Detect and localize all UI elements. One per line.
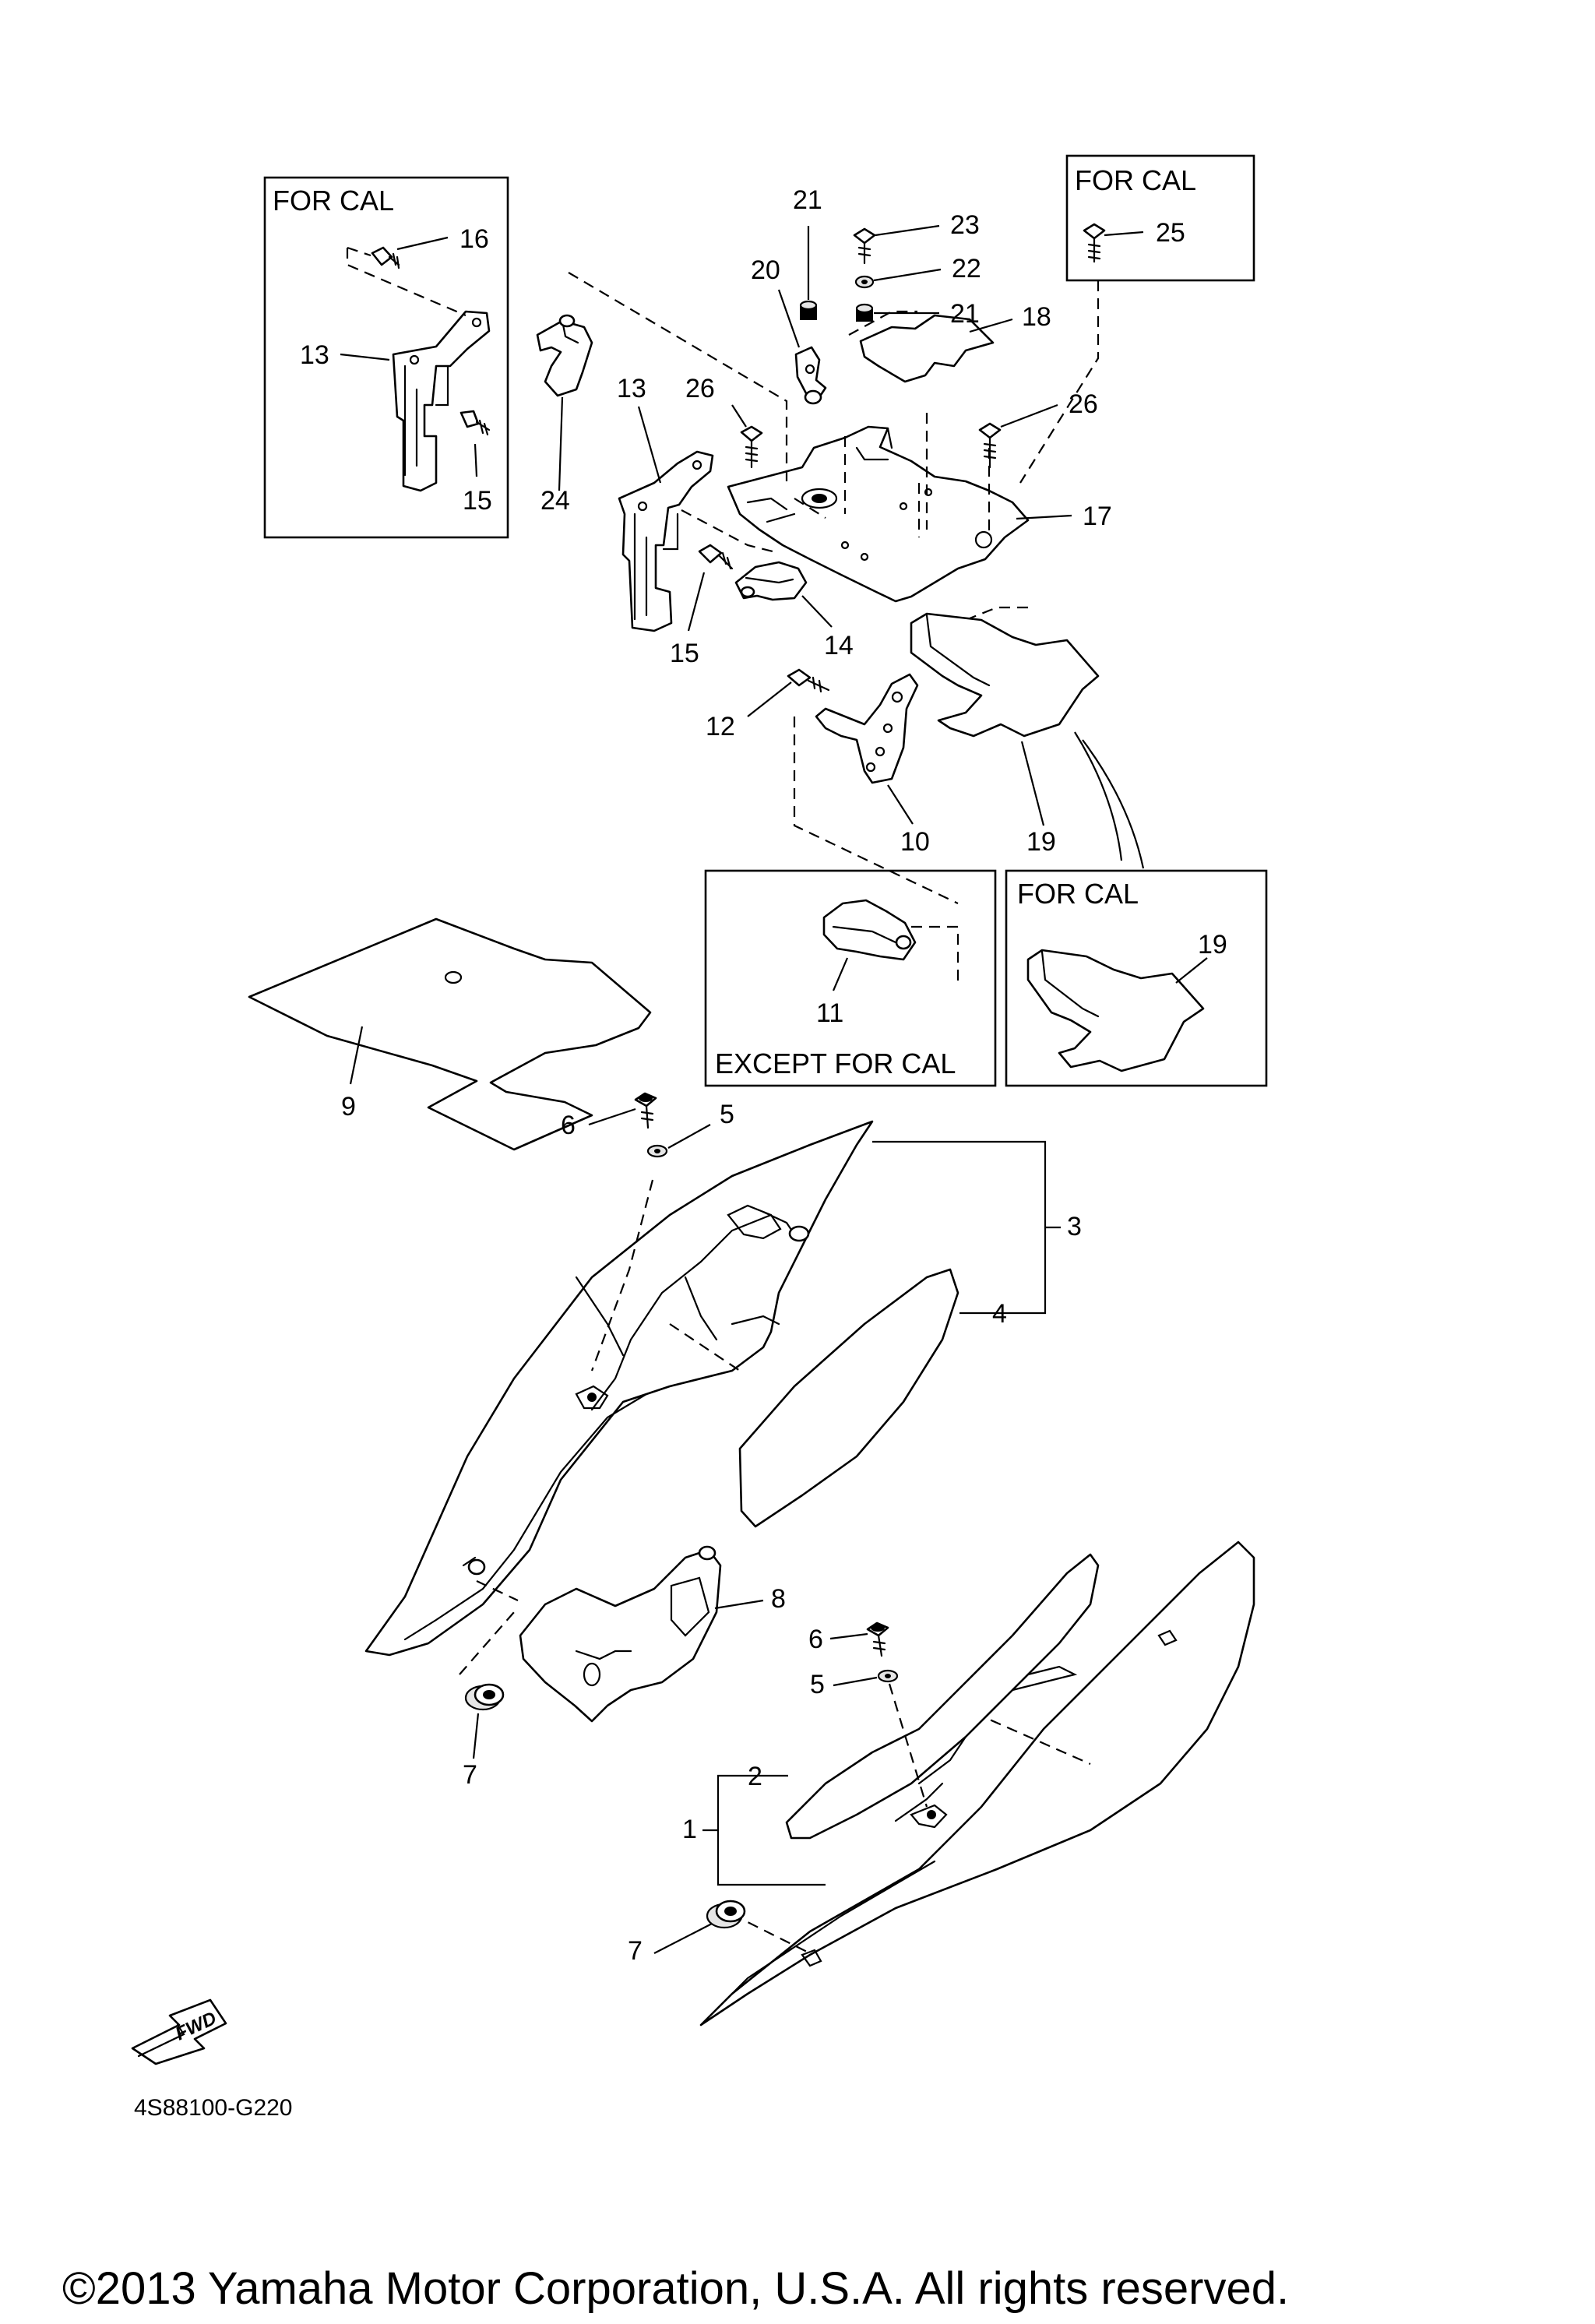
- washer-22-icon: [854, 275, 875, 289]
- callout-23: 23: [950, 210, 980, 240]
- decal-2-icon: [785, 1553, 1100, 1840]
- callout-7-upper: 7: [463, 1760, 477, 1790]
- callout-1: 1: [682, 1815, 697, 1844]
- callout-15-left: 15: [463, 486, 492, 516]
- callout-11: 11: [816, 998, 843, 1028]
- callout-6-upper: 6: [561, 1111, 576, 1140]
- callout-14: 14: [824, 631, 854, 660]
- washer-5-icon-upper: [646, 1144, 668, 1158]
- pad-9-icon: 9: [248, 917, 652, 1151]
- callout-26-left: 26: [685, 374, 715, 403]
- for-cal-box-left: FOR CAL 16 13 15: [263, 176, 509, 539]
- collar-21-icon-right: [855, 303, 874, 322]
- screw-6-icon-lower: [866, 1622, 889, 1657]
- clamp-20-icon: [794, 346, 827, 405]
- callout-18: 18: [1022, 302, 1051, 332]
- callout-6-lower: 6: [808, 1625, 823, 1654]
- callout-16: 16: [459, 224, 489, 254]
- except-for-cal-box: EXCEPT FOR CAL 11: [704, 869, 997, 1087]
- callout-20: 20: [751, 255, 780, 285]
- grommet-7-icon-lower: [706, 1900, 746, 1929]
- collar-21-icon-left: [799, 300, 818, 320]
- bolt-25-icon: [1083, 223, 1106, 263]
- callout-5-lower: 5: [810, 1670, 825, 1699]
- for-cal-label-lower: FOR CAL: [1017, 878, 1139, 910]
- bolt-15-icon-main: [698, 544, 734, 570]
- callout-19-lower: 19: [1198, 930, 1227, 960]
- callout-21-left: 21: [793, 185, 822, 215]
- callout-12: 12: [706, 712, 735, 741]
- callout-2: 2: [748, 1762, 762, 1791]
- callout-15-main: 15: [670, 639, 699, 668]
- for-cal-label-right: FOR CAL: [1075, 164, 1196, 196]
- clamp-24-icon: [536, 314, 593, 397]
- bolt-15-icon-left: [459, 410, 491, 436]
- callout-8: 8: [771, 1584, 786, 1614]
- bolt-23-icon: [853, 227, 876, 265]
- callout-26-right: 26: [1069, 389, 1098, 419]
- callout-9: 9: [341, 1092, 356, 1122]
- callout-22: 22: [952, 254, 981, 283]
- for-cal-label-left: FOR CAL: [273, 185, 394, 217]
- callout-17: 17: [1083, 502, 1112, 531]
- callout-21-right: 21: [950, 299, 980, 329]
- callout-13-left: 13: [300, 340, 329, 370]
- for-cal-box-lower: FOR CAL 19: [1005, 869, 1268, 1087]
- diagram-code: 4S88100-G220: [134, 2095, 293, 2121]
- callout-13-main: 13: [617, 374, 646, 403]
- bolt-16-icon: [371, 246, 400, 269]
- shield-8-icon: [519, 1545, 722, 1723]
- fwd-arrow-icon: FWD: [131, 1998, 227, 2065]
- washer-5-icon-lower: [877, 1669, 899, 1683]
- except-for-cal-label: EXCEPT FOR CAL: [715, 1048, 956, 1079]
- for-cal-box-right: FOR CAL 25: [1065, 154, 1255, 282]
- callout-3: 3: [1067, 1212, 1082, 1241]
- decal-4-icon: [738, 1268, 959, 1528]
- upper-bracket-assembly: 18 20 21 21 22: [536, 185, 1145, 904]
- bracket-10-icon: [815, 673, 919, 784]
- side-cover-left-assembly: [364, 1120, 874, 1675]
- clamp-14-icon: [734, 561, 808, 601]
- plate-19-icon: [910, 612, 1100, 738]
- bolt-26-icon-right: [978, 422, 1002, 469]
- bracket-13-icon: [618, 450, 714, 632]
- callout-10: 10: [900, 827, 930, 857]
- callout-25: 25: [1156, 218, 1185, 248]
- grommet-7-icon-upper: [464, 1683, 505, 1711]
- callout-5-upper: 5: [720, 1100, 734, 1129]
- callout-19-main: 19: [1026, 827, 1056, 857]
- callout-4: 4: [992, 1299, 1007, 1329]
- callout-24: 24: [540, 486, 570, 516]
- bolt-12-icon: [787, 668, 830, 693]
- bolt-26-icon-left: [740, 425, 763, 469]
- screw-6-icon-upper: [634, 1092, 657, 1129]
- callout-7-lower: 7: [628, 1936, 643, 1966]
- copyright-notice: ©2013 Yamaha Motor Corporation, U.S.A. A…: [62, 2263, 1289, 2314]
- side-cover-right-assembly: [699, 1541, 1255, 2026]
